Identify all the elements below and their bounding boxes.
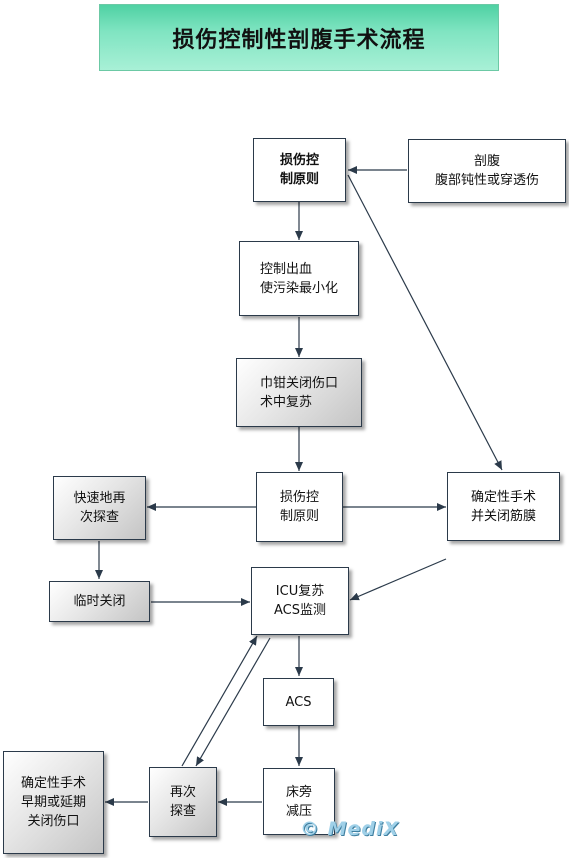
node-rapid-reexploration: 快速地再 次探查 <box>53 476 146 540</box>
arrow-reexplore-to-icu <box>181 635 258 767</box>
node-label: 损伤控 制原则 <box>279 490 319 524</box>
watermark: © MediX <box>300 818 400 840</box>
node-definitive-close-fascia: 确定性手术 并关闭筋膜 <box>447 472 560 541</box>
node-acs: ACS <box>263 678 334 726</box>
node-label: ICU复苏 ACS监测 <box>274 584 326 618</box>
node-control-bleeding: 控制出血 使污染最小化 <box>239 241 359 316</box>
node-label: 巾钳关闭伤口 术中复苏 <box>259 375 338 410</box>
node-label: 快速地再 次探查 <box>73 491 126 525</box>
node-temporary-closure: 临时关闭 <box>49 581 150 622</box>
node-label: 再次 探查 <box>169 785 196 819</box>
node-bedside-decompression: 床旁 减压 <box>263 768 335 835</box>
arrow-fascia-to-icu <box>349 558 447 601</box>
node-label: ACS <box>285 694 312 710</box>
page-title: 损伤控制性剖腹手术流程 <box>172 27 426 53</box>
node-icu-resuscitation: ICU复苏 ACS监测 <box>251 567 349 635</box>
node-damage-control-principle-top: 损伤控 制原则 <box>253 138 346 202</box>
node-label: 确定性手术 并关闭筋膜 <box>470 489 536 524</box>
node-label: 损伤控 制原则 <box>279 153 319 187</box>
node-label: 剖腹 腹部钝性或穿透伤 <box>434 154 539 188</box>
node-label: 床旁 减压 <box>285 784 312 819</box>
node-label: 控制出血 使污染最小化 <box>259 261 338 296</box>
node-label: 临时关闭 <box>73 594 126 609</box>
node-reexploration: 再次 探查 <box>149 767 217 837</box>
arrow-icu-to-reexplore <box>195 637 271 767</box>
node-damage-control-principle-mid: 损伤控 制原则 <box>256 472 343 542</box>
node-laparotomy: 剖腹 腹部钝性或穿透伤 <box>408 139 566 203</box>
node-definitive-early-or-delayed: 确定性手术 早期或延期 关闭伤口 <box>3 751 104 854</box>
arrow-principle-to-definitive <box>347 174 503 471</box>
node-towel-clip-closure: 巾钳关闭伤口 术中复苏 <box>236 358 362 427</box>
node-label: 确定性手术 早期或延期 关闭伤口 <box>20 776 86 829</box>
title-banner: 损伤控制性剖腹手术流程 <box>99 4 499 71</box>
